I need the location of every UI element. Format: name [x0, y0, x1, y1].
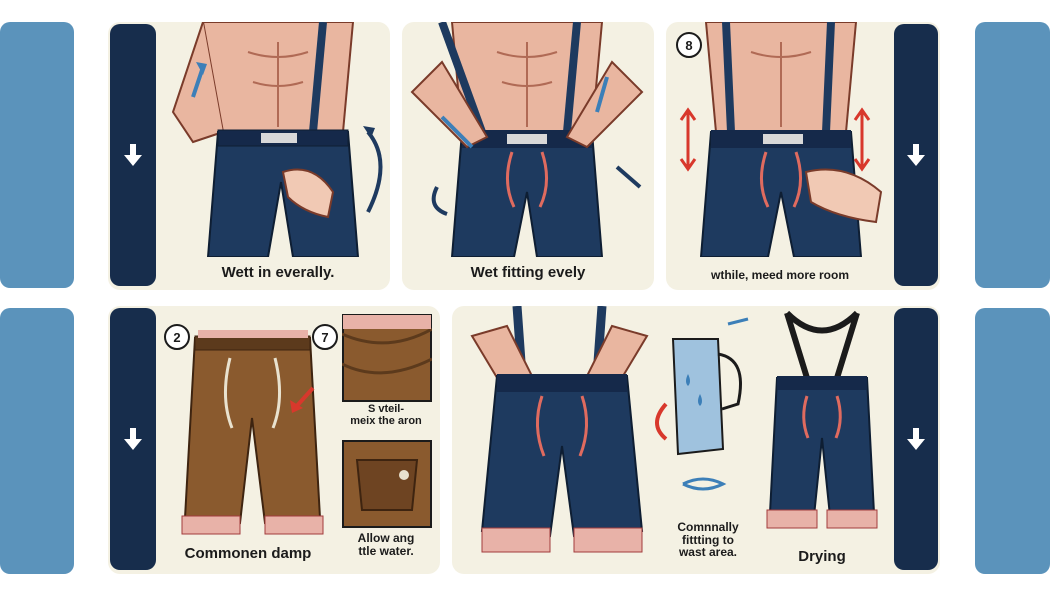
- panel-step-1: Wett in everally.: [108, 22, 390, 290]
- nav-down-button-left-bottom[interactable]: [110, 308, 156, 570]
- caption-step-5-middle: Comnnally fittting to wast area.: [677, 520, 739, 560]
- caption-step-4-inset-bottom: Allow ang ttle water.: [357, 531, 415, 558]
- panel-step-2: Wet fitting evely: [402, 22, 654, 290]
- caption-step-3: wthile, meed more room: [710, 268, 850, 282]
- nav-down-button-right-bottom[interactable]: [894, 308, 938, 570]
- leather-texture-inset-top: [342, 314, 432, 402]
- right-side-tab-top[interactable]: [975, 22, 1050, 288]
- torso-jeans-illustration: [171, 22, 383, 257]
- panel-step-3: 8 wthile, meed more room: [666, 22, 940, 290]
- torso-fitting-illustration: [410, 22, 644, 257]
- caption-step-1: Wett in everally.: [221, 264, 335, 281]
- arrow-down-icon: [124, 428, 142, 450]
- caption-step-4-main: Commonen damp: [184, 545, 312, 562]
- denim-shorts-illustration: [470, 306, 649, 553]
- nav-down-button-left-top[interactable]: [110, 24, 156, 286]
- left-side-tab-top[interactable]: [0, 22, 74, 288]
- right-side-tab-bottom[interactable]: [975, 308, 1050, 574]
- leather-shorts-illustration: [181, 330, 324, 535]
- step-badge-panel-4-right: 7: [312, 324, 338, 350]
- caption-step-2: Wet fitting evely: [470, 264, 586, 281]
- left-side-tab-bottom[interactable]: [0, 308, 74, 574]
- panel-step-5: Comnnally fittting to wast area. Drying: [452, 306, 940, 574]
- step-badge-panel-3: 8: [676, 32, 702, 58]
- nav-down-button-right-top[interactable]: [894, 24, 938, 286]
- leather-pocket-inset-bottom: [342, 440, 432, 528]
- arrow-down-icon: [907, 428, 925, 450]
- step-badge-panel-4-left: 2: [164, 324, 190, 350]
- arrow-down-icon: [907, 144, 925, 166]
- torso-suspenders-illustration: [679, 22, 883, 257]
- arrow-down-icon: [124, 144, 142, 166]
- caption-step-4-inset-top: S vteil- meix the aron: [350, 403, 422, 427]
- water-pitcher-illustration: [655, 317, 749, 491]
- drying-shorts-illustration: [766, 310, 878, 529]
- caption-step-5-right: Drying: [798, 548, 846, 565]
- panel-step-4: 2 7 Commonen damp S vteil- meix the aron…: [108, 306, 440, 574]
